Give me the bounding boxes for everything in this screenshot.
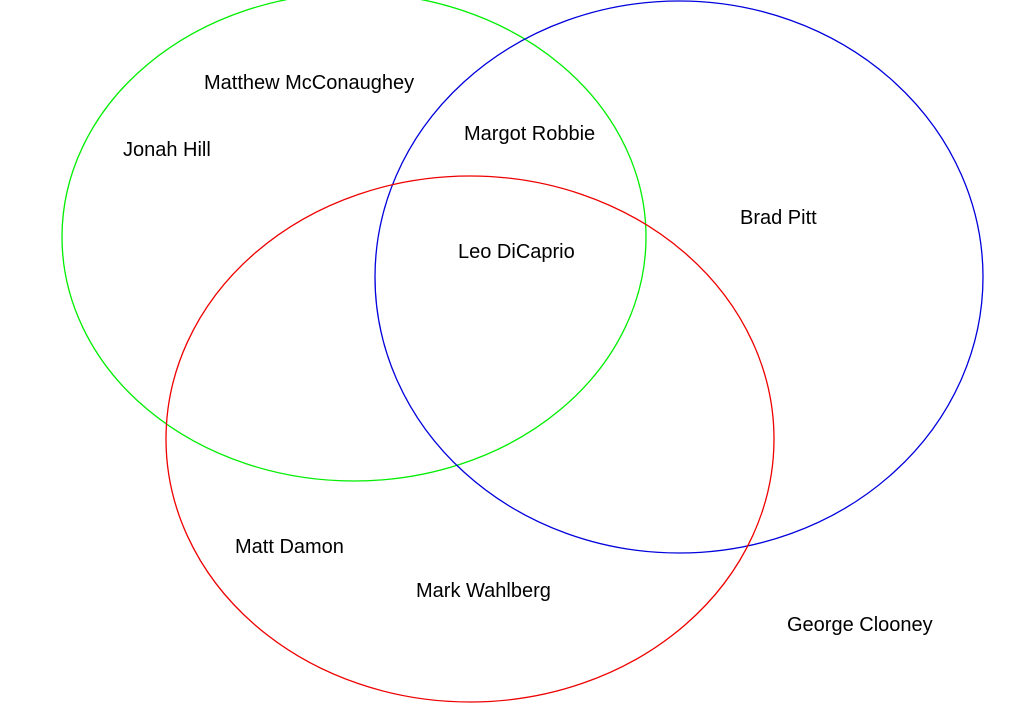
label-brad-pitt: Brad Pitt [740, 207, 817, 229]
label-matthew-mcconaughey: Matthew McConaughey [204, 72, 414, 94]
label-matt-damon: Matt Damon [235, 536, 344, 558]
blue-circle [374, 0, 984, 554]
label-margot-robbie: Margot Robbie [464, 123, 595, 145]
label-george-clooney: George Clooney [787, 614, 933, 636]
label-mark-wahlberg: Mark Wahlberg [416, 580, 551, 602]
green-circle [61, 0, 647, 482]
red-circle [165, 175, 775, 703]
label-leo-dicaprio: Leo DiCaprio [458, 241, 575, 263]
label-jonah-hill: Jonah Hill [123, 139, 211, 161]
